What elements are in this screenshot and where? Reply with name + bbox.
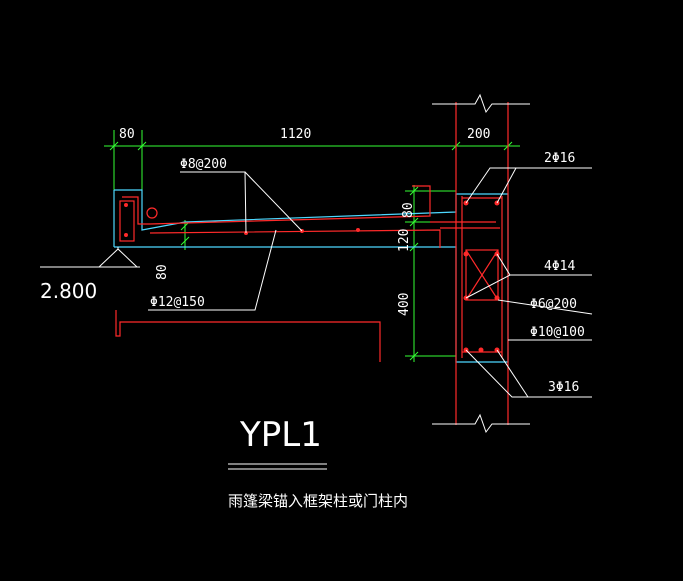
drawing-subtitle: 雨篷梁锚入框架柱或门柱内 [228, 492, 408, 510]
dim-left-thick: 80 [155, 264, 170, 280]
dim-right-mid: 120 [397, 229, 412, 252]
dim-right-top: 80 [401, 202, 416, 218]
concrete-outline [113, 189, 509, 363]
label-col-top: 2Φ16 [544, 151, 575, 166]
dim-right-low: 400 [397, 293, 412, 316]
label-col-bottom: 3Φ16 [548, 380, 579, 395]
label-col-side: 4Φ14 [544, 259, 575, 274]
rebar-lines [115, 102, 509, 425]
drawing-title: YPL1 [239, 415, 322, 455]
leader-lines [40, 93, 593, 470]
dim-top-left: 80 [119, 127, 135, 142]
elevation-label: 2.800 [40, 279, 97, 303]
dimension-lines [104, 130, 520, 362]
dim-top-span: 1120 [280, 127, 311, 142]
label-bar-bottom: Φ12@150 [150, 295, 205, 310]
label-tie-inner: Φ6@200 [530, 297, 577, 312]
dim-top-right: 200 [467, 127, 490, 142]
label-tie-outer: Φ10@100 [530, 325, 585, 340]
label-bar-top: Φ8@200 [180, 157, 227, 172]
